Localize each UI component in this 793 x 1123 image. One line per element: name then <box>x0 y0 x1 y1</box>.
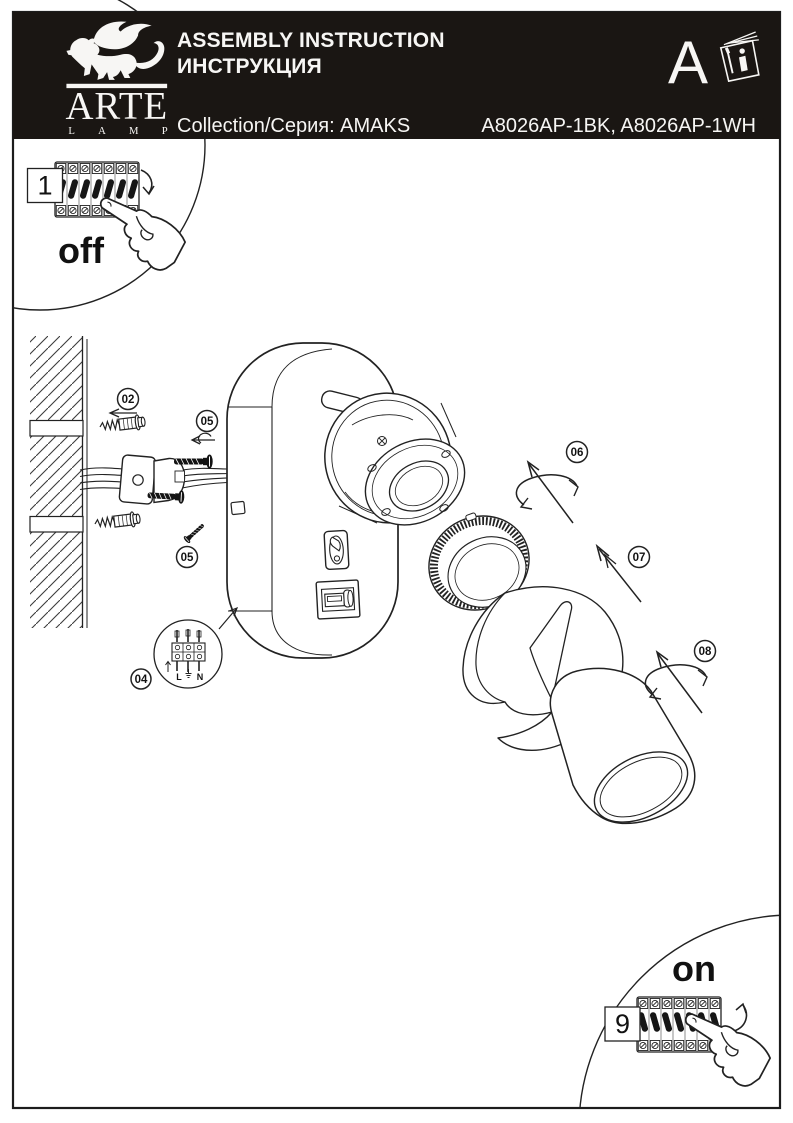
terminal-label-line: L <box>176 672 182 682</box>
terminal-label-neutral: N <box>197 672 204 682</box>
drill-hole-top <box>29 419 84 437</box>
lamp-head <box>324 392 466 526</box>
step9-power-on-inset: 9 on <box>578 914 793 1123</box>
step-badge-06: 06 <box>571 447 584 459</box>
screw-hole <box>230 500 246 516</box>
arte-lamp-logo: ARTE LAMP <box>65 21 185 137</box>
power-on-label: on <box>672 948 716 989</box>
title-ru: ИНСТРУКЦИЯ <box>177 54 322 78</box>
step-badges: 02 05 05 04 06 07 08 <box>116 387 717 690</box>
step-number-box <box>604 1006 641 1042</box>
step-number-box <box>26 167 64 204</box>
document-letter: A <box>668 29 709 96</box>
terminal-detail-callout: L N <box>153 606 239 689</box>
step-badge-08: 08 <box>699 646 712 658</box>
rotate-glyph-05a <box>191 432 216 445</box>
cylinder-shade <box>549 667 696 825</box>
brand-wordmark: ARTE <box>65 85 168 128</box>
power-switch <box>323 529 350 571</box>
title-en: ASSEMBLY INSTRUCTION <box>177 29 445 52</box>
screwdriver-icon <box>726 52 734 74</box>
wall-plug-top <box>98 413 147 436</box>
drill-hole-bottom <box>29 515 84 533</box>
winged-lion-icon <box>66 21 165 80</box>
power-off-label: off <box>58 230 105 271</box>
screw-small <box>182 521 207 545</box>
knurled-ring <box>428 512 530 611</box>
wall-section <box>29 336 88 628</box>
step-number: 9 <box>615 1009 630 1039</box>
step-badge-05a: 05 <box>201 416 214 428</box>
model-numbers: A8026AP-1BK, A8026AP-1WH <box>481 115 756 137</box>
step-badge-04: 04 <box>135 674 148 686</box>
step-badge-05b: 05 <box>181 552 194 564</box>
usb-port <box>315 579 361 620</box>
knurling <box>429 516 529 610</box>
cable-clamp <box>118 454 186 505</box>
ground-symbol <box>185 669 192 678</box>
collection-label: Collection/Серия: AMAKS <box>177 115 411 137</box>
step-badge-02: 02 <box>122 394 135 406</box>
step-badge-07: 07 <box>633 552 646 564</box>
insert-arrow <box>108 408 137 418</box>
brand-sub-wordmark: LAMP <box>68 126 185 137</box>
insert-arrow-07 <box>595 543 642 603</box>
wall-plug-bottom <box>93 510 142 533</box>
step-number: 1 <box>37 171 52 201</box>
rotate-icon-06 <box>515 461 579 524</box>
manual-booklet-icon <box>719 31 760 82</box>
wall-hatching <box>30 336 82 628</box>
header-bar: ARTE LAMP ASSEMBLY INSTRUCTION ИНСТРУКЦИ… <box>13 12 780 139</box>
